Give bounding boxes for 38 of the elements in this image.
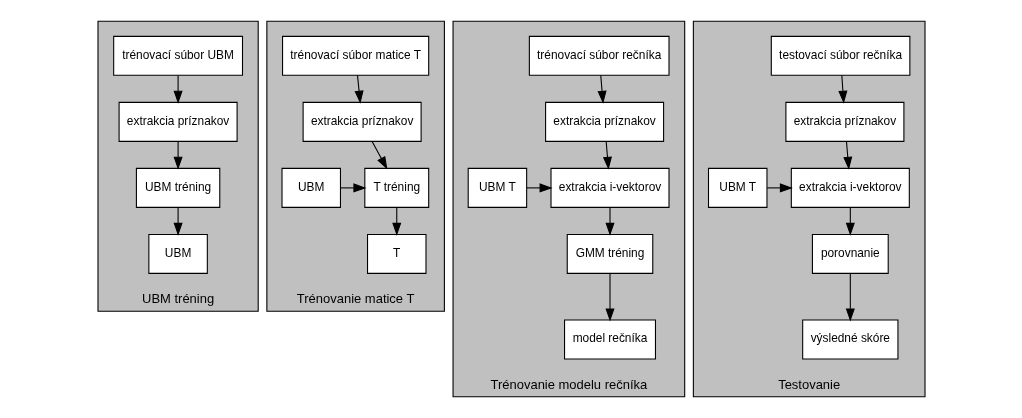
node-box: GMM tréning <box>566 233 653 274</box>
node-box: extrakcia i-vektorov <box>549 167 670 208</box>
node-box: extrakcia príznakov <box>544 101 664 142</box>
node-box: UBM T <box>467 167 527 208</box>
node-box: T <box>366 233 427 274</box>
arrow <box>371 140 387 170</box>
node-box: UBM <box>147 233 208 274</box>
arrow <box>766 183 793 193</box>
arrow <box>604 206 615 236</box>
node-box: trénovací súbor UBM <box>112 35 243 76</box>
node-box: model rečníka <box>563 319 656 360</box>
arrow <box>597 74 607 104</box>
arrow <box>602 140 612 170</box>
node-box: extrakcia príznakov <box>302 101 422 142</box>
node-box: trénovací súbor rečníka <box>528 35 670 76</box>
arrow <box>604 272 615 322</box>
arrow <box>391 206 401 236</box>
node-box: UBM <box>280 167 341 208</box>
node-box: extrakcia i-vektorov <box>790 167 910 208</box>
node-box: UBM tréning <box>135 167 220 208</box>
arrow <box>354 74 364 104</box>
node-box: UBM T <box>707 167 767 208</box>
node-box: T tréning <box>363 167 429 208</box>
arrow <box>339 183 366 193</box>
node-box: porovnanie <box>811 233 889 274</box>
arrow <box>842 140 852 170</box>
node-box: extrakcia príznakov <box>118 101 238 142</box>
arrow <box>837 74 847 104</box>
node-box: testovací súbor rečníka <box>770 35 910 76</box>
node-box: výsledné skóre <box>801 319 898 360</box>
arrow <box>173 206 183 236</box>
arrow <box>173 140 183 170</box>
node-box: trénovací súbor matice T <box>281 35 429 76</box>
arrow <box>845 272 855 322</box>
arrow <box>525 183 553 193</box>
arrow <box>845 206 855 236</box>
arrow <box>173 74 183 104</box>
node-box: extrakcia príznakov <box>784 101 904 142</box>
